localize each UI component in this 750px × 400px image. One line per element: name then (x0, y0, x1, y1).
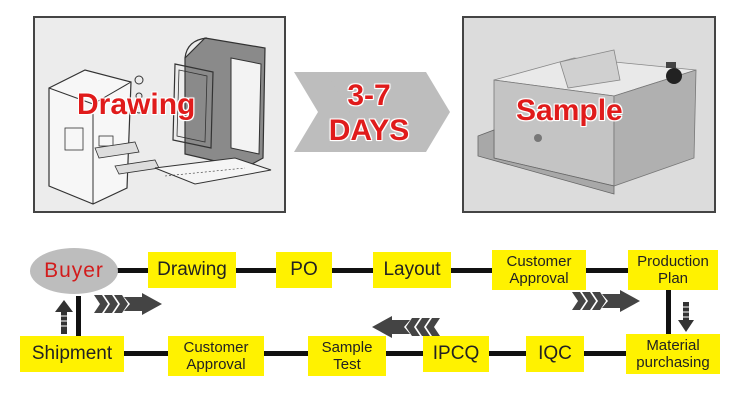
metal-sample-photo (464, 18, 714, 211)
shipment-box: Shipment (20, 336, 124, 372)
buyer-node: Buyer (30, 248, 118, 294)
right-arrow-icon (94, 293, 162, 315)
customer-approval-top-box: Customer Approval (492, 250, 586, 290)
layout-box: Layout (373, 252, 451, 288)
production-plan-box: Production Plan (628, 250, 718, 290)
customer-approval-bottom-box: Customer Approval (168, 336, 264, 376)
chevron-arrows-icon (294, 72, 450, 152)
duration-unit: DAYS (328, 113, 410, 148)
up-arrow-icon (55, 300, 73, 334)
sample-label: Sample (515, 93, 623, 128)
material-purchasing-box: Material purchasing (626, 334, 720, 374)
duration-days: 3-7 DAYS (314, 78, 424, 148)
drawing-box: Drawing (148, 252, 236, 288)
left-arrow-icon (372, 316, 440, 338)
flow-line-right (666, 268, 671, 356)
po-box: PO (276, 252, 332, 288)
drawing-panel: Drawing (33, 16, 286, 213)
drawing-label: Drawing (76, 87, 196, 122)
flow-line-left (76, 296, 81, 356)
duration-number: 3-7 (347, 78, 392, 113)
exploded-cabinet-drawing (35, 18, 284, 211)
ipcq-box: IPCQ (423, 336, 489, 372)
sample-panel: Sample (462, 16, 716, 213)
right-arrow-icon (572, 290, 640, 312)
sample-test-box: Sample Test (308, 336, 386, 376)
iqc-box: IQC (526, 336, 584, 372)
down-arrow-icon (678, 302, 694, 332)
